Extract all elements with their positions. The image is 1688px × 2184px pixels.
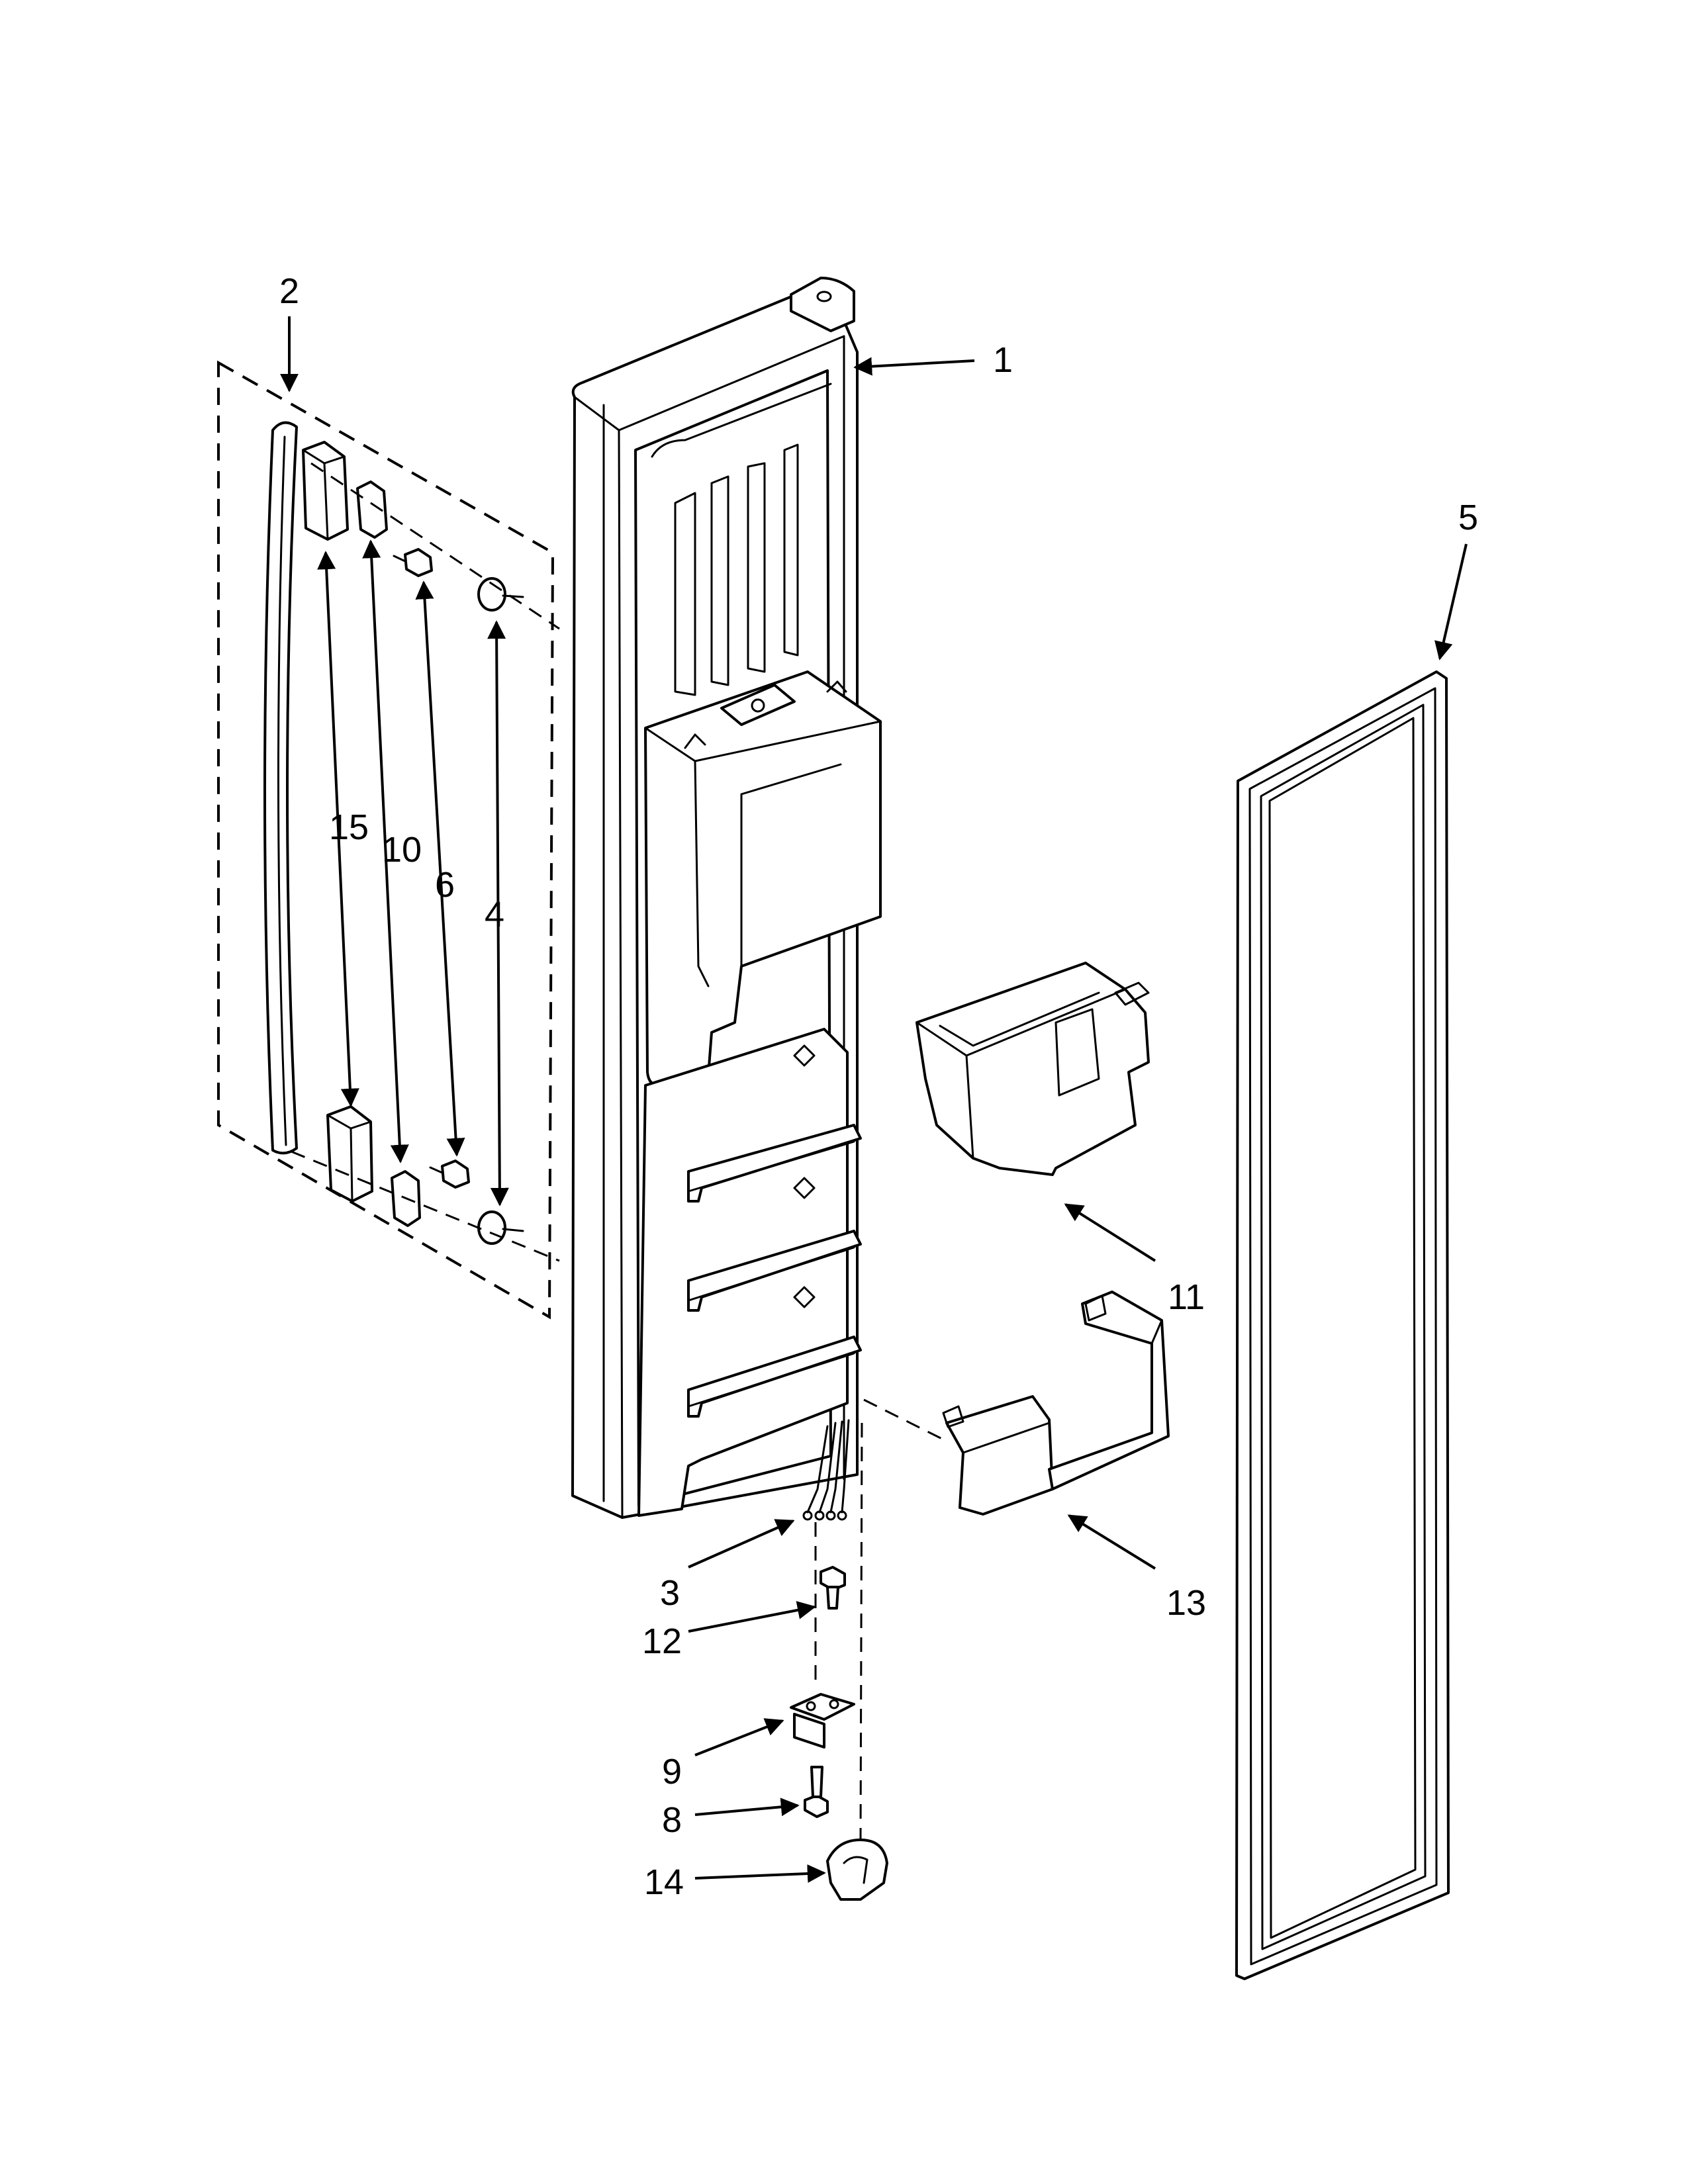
shelf-peg-2 bbox=[793, 1177, 816, 1199]
door-bin bbox=[915, 962, 1150, 1176]
chute-housing-front bbox=[740, 763, 842, 968]
handle-lower-alignment bbox=[291, 1150, 560, 1262]
hinge-cover bbox=[826, 1839, 888, 1901]
cover-alignment-line bbox=[859, 1422, 863, 1841]
callout-14: 14 bbox=[644, 1862, 684, 1902]
callout-12: 12 bbox=[642, 1621, 682, 1661]
liner-rib-1 bbox=[674, 492, 696, 696]
callout-2: 2 bbox=[279, 271, 299, 311]
shelf-peg-3 bbox=[793, 1286, 816, 1308]
door-gasket-inner-2 bbox=[1260, 704, 1427, 1950]
arrow-6 bbox=[415, 580, 465, 1157]
callout-15: 15 bbox=[329, 807, 369, 847]
callout-13: 13 bbox=[1166, 1583, 1206, 1623]
chute-center-hole bbox=[751, 698, 765, 713]
door-handle-edge bbox=[277, 435, 287, 1146]
callout-5: 5 bbox=[1458, 498, 1478, 537]
arrow-15 bbox=[317, 551, 359, 1107]
door-handle bbox=[263, 421, 298, 1155]
liner-rib-3 bbox=[747, 462, 766, 673]
leader-5 bbox=[1434, 543, 1468, 660]
handle-assembly bbox=[217, 360, 560, 1320]
dispenser-bracket-body bbox=[945, 1395, 1054, 1516]
wire-harness bbox=[802, 1419, 850, 1521]
bracket-alignment-line bbox=[863, 1398, 944, 1441]
door-bin-clip bbox=[1114, 981, 1150, 1006]
leader-11 bbox=[1064, 1203, 1156, 1262]
door-gasket-inner-3 bbox=[1268, 717, 1417, 1939]
chute-clip-left bbox=[684, 733, 706, 749]
door-gasket-inner-1 bbox=[1248, 687, 1438, 1966]
lower-end-cap bbox=[326, 1105, 373, 1203]
lower-handle-screw bbox=[429, 1160, 470, 1189]
door-bin-edge bbox=[965, 1054, 974, 1160]
callout-1: 1 bbox=[993, 340, 1013, 380]
leader-14 bbox=[694, 1864, 826, 1884]
upper-handle-stud bbox=[477, 577, 524, 612]
door-bin-divider bbox=[1055, 1008, 1100, 1097]
door-frame-edge-2 bbox=[618, 429, 624, 1519]
arrow-10 bbox=[362, 539, 409, 1163]
dispenser-bracket-front bbox=[962, 1422, 1051, 1454]
handle-assembly-dashed-box bbox=[217, 360, 555, 1320]
dispenser-bracket-arm-edge bbox=[1150, 1319, 1163, 1345]
door-shelf-middle-face bbox=[687, 1246, 855, 1302]
lower-handle-stud bbox=[477, 1210, 524, 1245]
ice-chute-opening bbox=[720, 684, 796, 726]
leader-12 bbox=[688, 1601, 816, 1633]
liner-rib-4 bbox=[783, 443, 799, 657]
upper-mounting-bracket bbox=[356, 480, 388, 539]
door-top-hinge-hole bbox=[816, 291, 832, 302]
chute-clip-right bbox=[826, 680, 847, 693]
arrow-4 bbox=[487, 620, 509, 1206]
leader-13 bbox=[1067, 1514, 1156, 1570]
callout-6: 6 bbox=[435, 865, 455, 905]
freezer-door bbox=[571, 277, 882, 1521]
door-hinge bbox=[790, 1693, 855, 1749]
hinge-screw-upper bbox=[820, 1566, 846, 1610]
door-bin-inner-rim bbox=[939, 991, 1100, 1047]
callout-11: 11 bbox=[1168, 1277, 1205, 1317]
callout-9: 9 bbox=[662, 1752, 682, 1792]
door-top-cap bbox=[790, 277, 855, 332]
callout-10: 10 bbox=[382, 830, 422, 870]
door-bin-body bbox=[915, 962, 1150, 1176]
leader-8 bbox=[694, 1797, 800, 1817]
door-shelf-lower-face bbox=[687, 1352, 855, 1408]
leader-9 bbox=[694, 1718, 784, 1756]
dispenser-bracket-tab bbox=[1084, 1295, 1107, 1322]
door-gasket-outer bbox=[1235, 670, 1450, 1980]
callout-8: 8 bbox=[662, 1800, 682, 1840]
liner-rib-2 bbox=[710, 475, 729, 686]
leader-3 bbox=[688, 1519, 795, 1569]
callout-4: 4 bbox=[485, 895, 504, 934]
door-gasket bbox=[1235, 670, 1450, 1980]
callout-3: 3 bbox=[660, 1573, 680, 1613]
door-shelf-upper-face bbox=[687, 1140, 855, 1193]
dispenser-bracket-arm bbox=[1048, 1291, 1170, 1490]
upper-end-cap-edge bbox=[302, 449, 346, 541]
dispenser-bracket bbox=[942, 1291, 1170, 1516]
shelf-peg-1 bbox=[793, 1044, 816, 1067]
hinge-screw-lower bbox=[804, 1766, 829, 1818]
leader-1 bbox=[853, 357, 975, 376]
handle-upper-alignment bbox=[310, 462, 560, 630]
inner-liner-top bbox=[651, 383, 832, 458]
chute-housing-edge bbox=[694, 760, 710, 987]
dispenser-bracket-clip bbox=[942, 1405, 964, 1428]
upper-handle-screw bbox=[393, 548, 433, 577]
